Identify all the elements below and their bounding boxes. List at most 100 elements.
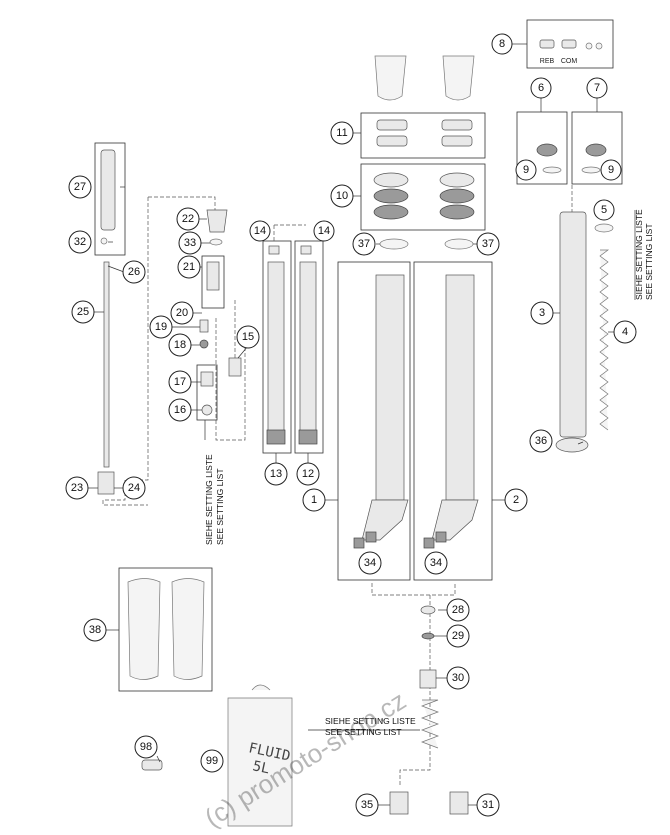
box-cartridge-13 [262,240,292,454]
callout-5: 5 [593,199,615,221]
box-spring-21 [201,255,225,309]
callout-15: 15 [236,325,260,349]
callout-17: 17 [168,370,192,394]
svg-text:12: 12 [302,468,314,480]
part-screw-14b [300,245,312,255]
part-outer-tube-2 [445,274,475,501]
callout-30: 30 [446,666,470,690]
svg-text:3: 3 [539,307,545,319]
svg-text:38: 38 [89,624,101,636]
svg-text:18: 18 [174,339,186,351]
part-cap-6 [536,143,558,157]
part-seal-10c [373,204,409,220]
part-washer-5 [594,223,614,233]
part-bolt-19 [199,319,209,333]
svg-text:1: 1 [311,494,317,506]
callout-27: 27 [68,175,92,199]
setting-bottom-de: SIEHE SETTING LISTE [325,716,416,726]
svg-text:32: 32 [74,236,86,248]
callout-21: 21 [177,255,201,279]
callout-25: 25 [71,300,95,324]
box-fork-leg-2 [413,261,493,581]
callout-18: 18 [168,333,192,357]
part-oring-8a [585,42,593,50]
part-axle-1b [365,531,377,543]
part-bushing-11b [376,135,408,147]
callout-4: 4 [613,320,637,344]
svg-text:9: 9 [523,164,529,176]
box-fork-guards [118,567,213,692]
svg-text:25: 25 [77,306,89,318]
part-rod-25 [103,261,110,468]
part-tool-27 [100,149,116,231]
leader-98 [156,755,161,763]
svg-text:33: 33 [184,237,196,249]
part-valve-15 [228,357,242,377]
svg-text:5: 5 [601,204,607,216]
callout-35: 35 [355,793,379,817]
callout-29: 29 [446,624,470,648]
guide-bottom-drop [399,595,431,785]
part-cartridge-12 [299,261,317,438]
guide-rod-top [148,196,216,210]
callout-11: 11 [330,121,354,145]
svg-text:16: 16 [174,404,186,416]
svg-text:28: 28 [452,604,464,616]
svg-text:29: 29 [452,630,464,642]
part-adjuster-30 [419,669,437,689]
callout-34-left: 34 [358,551,382,575]
part-ring-36 [555,437,589,453]
svg-text:98: 98 [140,741,152,753]
svg-text:6: 6 [538,82,544,94]
callout-22: 22 [176,207,200,231]
svg-text:21: 21 [183,261,195,273]
svg-text:2: 2 [513,494,519,506]
part-bushing-11a [376,119,408,131]
guide-rod-left [102,197,149,506]
part-cartridge-12-foot [298,429,318,445]
callout-12: 12 [296,462,320,486]
part-cap-22 [206,209,228,233]
part-oring-37-right [444,238,474,250]
callout-28: 28 [446,598,470,622]
leader-26 [107,265,125,273]
part-dust-cover-left [374,55,407,101]
box-cartridge-12 [294,240,324,454]
part-seal-10d [439,172,475,188]
setting-left-de: SIEHE SETTING LISTE [204,454,214,545]
svg-text:7: 7 [594,82,600,94]
part-seal-10a [373,172,409,188]
part-spring-21 [206,261,220,291]
svg-text:24: 24 [128,482,140,494]
label-com: COM [561,58,578,65]
svg-text:14: 14 [318,225,330,237]
callout-8: 8 [491,33,513,55]
part-fluid-can-handle [251,684,271,691]
can-label-5l: 5L [251,758,271,777]
part-nut-16 [201,404,213,416]
callout-14-right: 14 [313,220,335,242]
part-oring-33 [209,238,223,246]
callout-99: 99 [200,749,224,773]
callout-19: 19 [149,315,173,339]
setting-right-en: SEE SETTING LIST [644,223,654,300]
box-seals-10 [360,163,486,231]
callout-9-left: 9 [515,159,537,181]
svg-text:9: 9 [608,164,614,176]
part-spring-stack [421,699,439,749]
part-fluid-can [227,697,293,827]
setting-right-de: SIEHE SETTING LISTE [634,209,644,300]
callout-37-left: 37 [352,232,376,256]
svg-text:15: 15 [242,331,254,343]
callout-20: 20 [170,301,194,325]
svg-text:30: 30 [452,672,464,684]
svg-text:22: 22 [182,213,194,225]
callout-23: 23 [65,476,89,500]
svg-text:17: 17 [174,376,186,388]
box-tool-27 [94,142,126,256]
part-oring-8b [595,42,603,50]
callout-37-right: 37 [476,232,500,256]
svg-text:20: 20 [176,307,188,319]
callout-32: 32 [68,230,92,254]
svg-text:99: 99 [206,755,218,767]
